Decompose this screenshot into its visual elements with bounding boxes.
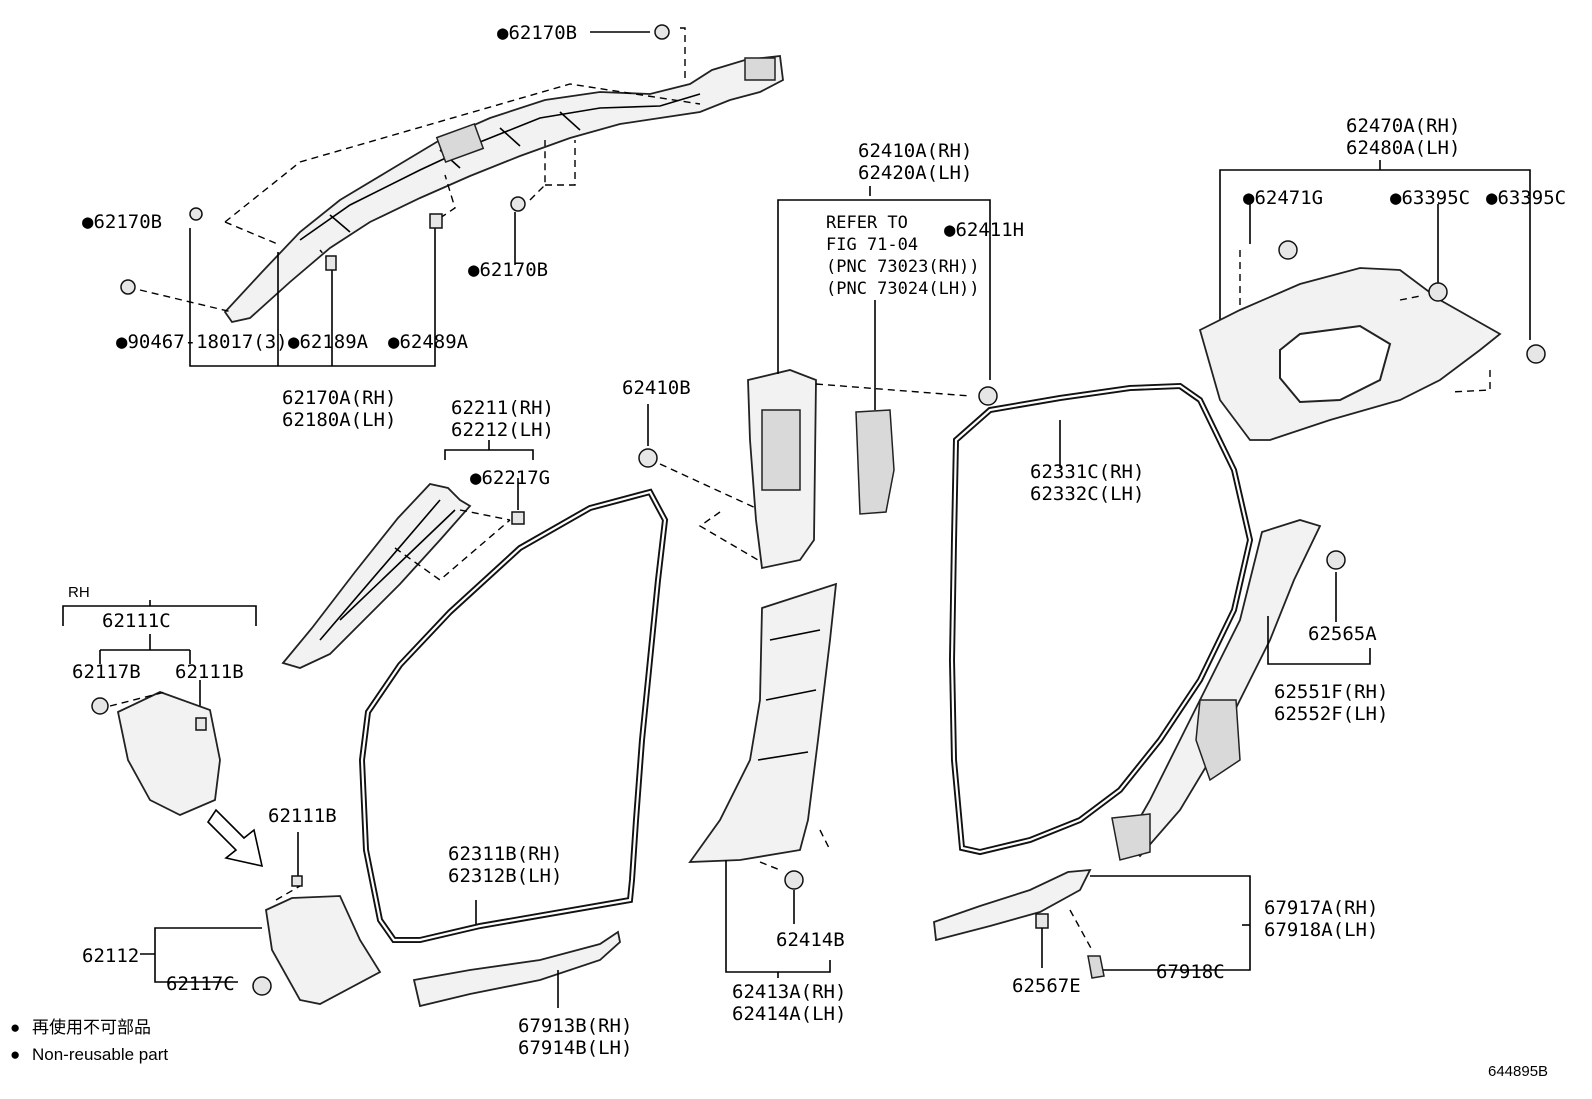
label-62414b: 62414B	[776, 929, 845, 951]
cowl-trim-62112	[140, 832, 382, 1005]
label-62332c-lh: 62332C(LH)	[1030, 483, 1144, 505]
front-door-weatherstrip	[358, 488, 669, 943]
label-62311b-rh: 62311B(RH)	[448, 843, 562, 865]
label-62489a: ●62489A	[388, 331, 469, 353]
refer-note-line2: FIG 71-04	[826, 235, 918, 255]
rear-scuff-plate	[933, 868, 1251, 979]
center-pillar-lower-garnish	[688, 582, 838, 978]
label-63395c-a: ●63395C	[1390, 187, 1470, 209]
label-62117c: 62117C	[166, 973, 235, 995]
label-62414a-lh: 62414A(LH)	[732, 1003, 846, 1025]
roof-garnish-leaders	[139, 27, 701, 367]
label-62480a-lh: 62480A(LH)	[1346, 137, 1460, 159]
label-62420a-lh: 62420A(LH)	[858, 162, 972, 184]
label-62410a-rh: 62410A(RH)	[858, 140, 972, 162]
quarter-trim-lower	[1111, 519, 1371, 861]
front-scuff-plate	[412, 930, 621, 1008]
label-62552f-lh: 62552F(LH)	[1274, 703, 1388, 725]
rear-door-weatherstrip	[948, 382, 1254, 856]
label-62211-rh: 62211(RH)	[451, 397, 554, 419]
front-pillar-garnish	[281, 440, 534, 669]
label-62170b-left: ●62170B	[82, 211, 162, 233]
label-62411h: ●62411H	[944, 219, 1024, 241]
label-62111c: 62111C	[102, 610, 171, 632]
label-62189a: ●62189A	[288, 331, 369, 353]
label-62331c-rh: 62331C(RH)	[1030, 461, 1144, 483]
label-62567e: 62567E	[1012, 975, 1081, 997]
label-90467-18017: ●90467-18017(3)	[116, 331, 288, 353]
legend: ● 再使用不可部品 ● Non-reusable part	[10, 1017, 168, 1064]
legend-text-en: Non-reusable part	[32, 1045, 168, 1064]
label-62112: 62112	[82, 945, 139, 967]
label-67914b-lh: 67914B(LH)	[518, 1037, 632, 1059]
label-62111b-a: 62111B	[175, 661, 244, 683]
label-62470a-rh: 62470A(RH)	[1346, 115, 1460, 137]
label-62217g: ●62217G	[470, 467, 550, 489]
roof-side-inner-garnish	[1198, 160, 1546, 441]
roof-side-garnish-assembly	[223, 55, 784, 324]
refer-note-line4: (PNC 73024(LH))	[826, 279, 980, 299]
label-62170a-rh: 62170A(RH)	[282, 387, 396, 409]
label-67917a-rh: 67917A(RH)	[1264, 897, 1378, 919]
diagram-number: 644895B	[1488, 1063, 1548, 1080]
label-63395c-b: ●63395C	[1486, 187, 1566, 209]
center-pillar-upper-garnish: 62410B	[622, 186, 998, 570]
label-62312b-lh: 62312B(LH)	[448, 865, 562, 887]
legend-text-jp: 再使用不可部品	[32, 1017, 151, 1037]
label-67913b-rh: 67913B(RH)	[518, 1015, 632, 1037]
cowl-side-trim-group: RH	[62, 584, 264, 868]
label-62471g: ●62471G	[1243, 187, 1323, 209]
legend-marker-jp: ●	[10, 1018, 20, 1037]
label-62410b: 62410B	[622, 377, 691, 399]
clip-icons-top	[120, 24, 670, 295]
label-62117b: 62117B	[72, 661, 141, 683]
label-62170b-mid: ●62170B	[468, 259, 548, 281]
label-62565a: 62565A	[1308, 623, 1377, 645]
refer-note-line1: REFER TO	[826, 213, 908, 233]
label-62413a-rh: 62413A(RH)	[732, 981, 846, 1003]
label-62180a-lh: 62180A(LH)	[282, 409, 396, 431]
rh-header: RH	[68, 584, 90, 601]
legend-marker-en: ●	[10, 1045, 20, 1064]
label-62212-lh: 62212(LH)	[451, 419, 554, 441]
label-62551f-rh: 62551F(RH)	[1274, 681, 1388, 703]
refer-note-line3: (PNC 73023(RH))	[826, 257, 980, 277]
label-67918c: 67918C	[1156, 961, 1225, 983]
label-62111b-b: 62111B	[268, 805, 337, 827]
label-67918a-lh: 67918A(LH)	[1264, 919, 1378, 941]
label-62170b-top: ●62170B	[497, 22, 577, 44]
